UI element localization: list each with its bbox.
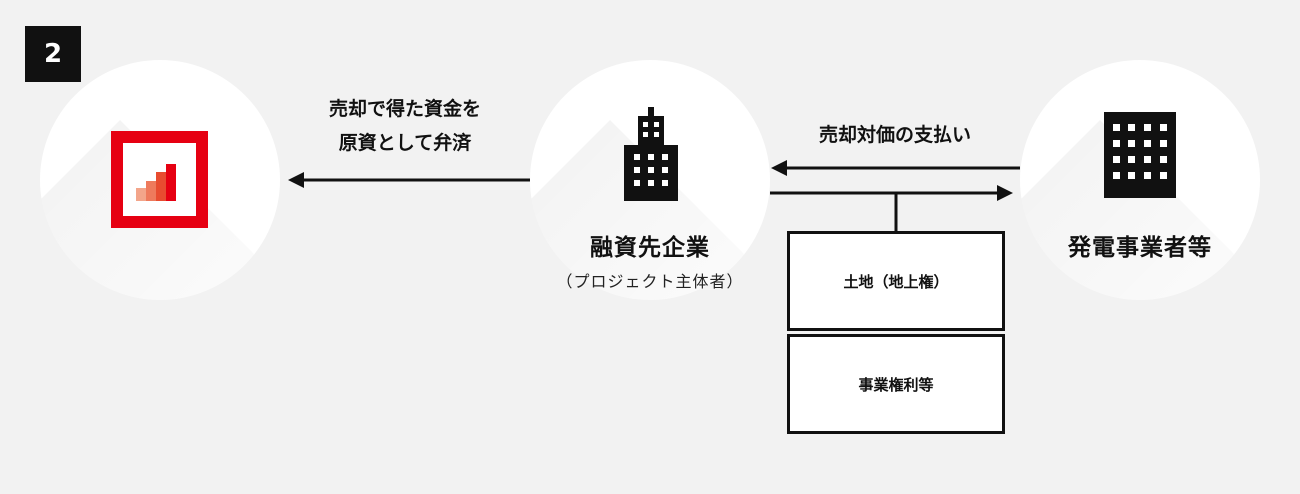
tower-building-icon — [624, 107, 678, 201]
asset-box-rights: 事業権利等 — [787, 334, 1005, 434]
asset-rights-label: 事業権利等 — [858, 375, 934, 394]
office-building-icon — [1104, 112, 1176, 198]
borrower-subtitle: （プロジェクト主体者） — [556, 272, 744, 291]
repayment-label-line-1: 売却で得た資金を — [328, 98, 481, 120]
borrower-circle — [530, 60, 770, 300]
borrower-title: 融資先企業 — [590, 235, 710, 261]
lender-circle — [40, 60, 280, 300]
asset-box-land: 土地（地上権） — [787, 231, 1005, 331]
buyer-title: 発電事業者等 — [1068, 235, 1212, 261]
bank-logo-icon — [111, 131, 208, 228]
payment-arrow — [771, 160, 1020, 176]
step-badge: 2 — [25, 26, 81, 82]
asset-transfer-arrow — [770, 185, 1013, 201]
repayment-label: 売却で得た資金を 原資として弁済 — [280, 92, 530, 160]
repayment-arrow — [288, 172, 530, 188]
payment-label: 売却対価の支払い — [818, 124, 971, 146]
repayment-label-line-2: 原資として弁済 — [338, 132, 472, 154]
asset-land-label: 土地（地上権） — [843, 272, 949, 291]
buyer-circle — [1020, 60, 1260, 300]
